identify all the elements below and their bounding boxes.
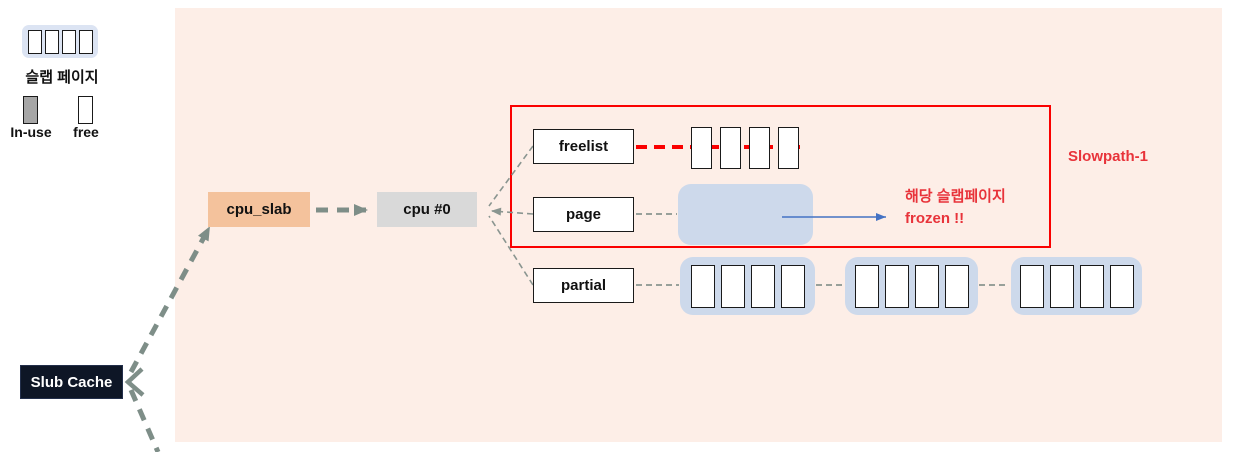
legend-slab-page-sample (22, 25, 98, 58)
arrowhead-into-slubcache (124, 367, 145, 397)
legend-free-label: free (73, 124, 99, 140)
frozen-annotation: 해당 슬랩페이지 frozen !! (905, 186, 1006, 230)
legend-free-swatch (78, 96, 93, 124)
slab-object-cell (944, 264, 969, 308)
slowpath-label: Slowpath-1 (1068, 148, 1149, 165)
frozen-annotation-line1: 해당 슬랩페이지 (905, 188, 1006, 205)
slab-object-cell (749, 127, 770, 169)
slab-object-cell (854, 264, 879, 308)
slab-object-cell (1049, 264, 1074, 308)
edge-slubcache-down (128, 389, 161, 452)
partial-slab-page-1 (680, 257, 815, 315)
node-cpu-slab: cpu_slab (208, 192, 310, 227)
slab-object-cell (1079, 264, 1104, 308)
slab-object-cell (778, 127, 799, 169)
slab-object-cell (720, 127, 741, 169)
legend-inuse-swatch (23, 96, 38, 124)
slab-object-cell (750, 264, 775, 308)
freelist-object-cells (691, 127, 799, 169)
slab-object-cell (690, 264, 715, 308)
partial-slab-page-3 (1011, 257, 1142, 315)
slab-object-cell (720, 264, 745, 308)
slab-object-cell (884, 264, 909, 308)
slab-object-cell (61, 29, 76, 54)
slab-object-cell (1109, 264, 1134, 308)
slab-object-cell (780, 264, 805, 308)
slab-object-cell (914, 264, 939, 308)
slab-object-cell (78, 29, 93, 54)
slab-object-cell (1019, 264, 1044, 308)
page-slab-page (678, 184, 813, 245)
legend-inuse-label: In-use (10, 124, 52, 140)
node-slub-cache: Slub Cache (20, 365, 123, 399)
node-partial: partial (533, 268, 634, 303)
node-freelist: freelist (533, 129, 634, 164)
frozen-annotation-line2: frozen !! (905, 210, 965, 227)
slab-object-cell (27, 29, 42, 54)
legend-slab-page-label: 슬랩 페이지 (25, 69, 99, 86)
node-page: page (533, 197, 634, 232)
slab-object-cell (44, 29, 59, 54)
slab-object-cell (691, 127, 712, 169)
node-cpu0: cpu #0 (377, 192, 477, 227)
partial-slab-page-2 (845, 257, 978, 315)
